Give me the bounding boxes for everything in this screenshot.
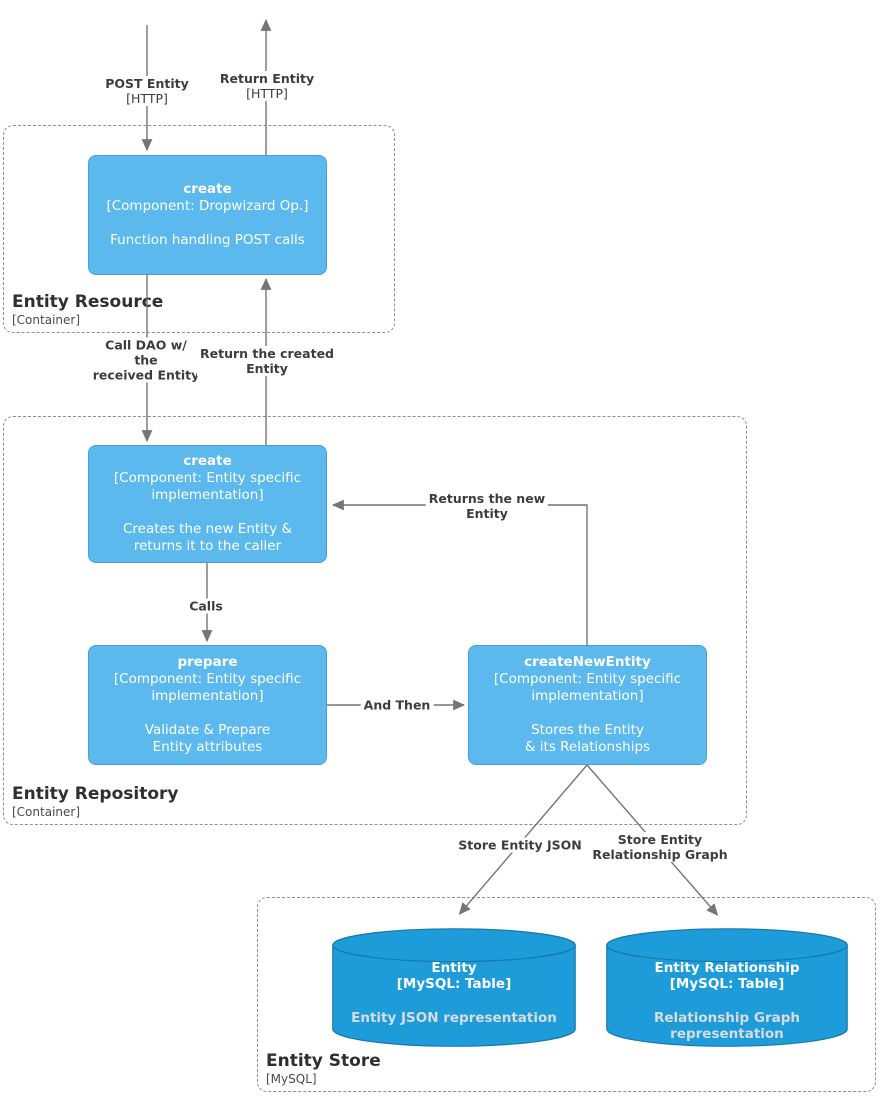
component-title: createNewEntity — [524, 654, 651, 670]
edge-label-call-dao: Call DAO w/ the received Entity — [89, 337, 203, 383]
database-description: Relationship Graph representation — [653, 1010, 800, 1042]
component-description: Function handling POST calls — [110, 232, 305, 248]
database-entity-table: Entity [MySQL: Table] Entity JSON repres… — [332, 928, 576, 1047]
container-entity-store: Entity Store [MySQL] — [257, 897, 876, 1092]
cylinder-icon — [606, 928, 848, 1047]
component-prepare: prepare [Component: Entity specific impl… — [88, 645, 327, 765]
database-text: Entity [MySQL: Table] Entity JSON repres… — [332, 928, 576, 1047]
component-title: create — [183, 181, 232, 197]
container-label: Entity Store [MySQL] — [266, 1051, 381, 1087]
cylinder-icon — [332, 928, 576, 1047]
component-meta: [Component: Entity specific implementati… — [493, 671, 682, 704]
component-title: prepare — [177, 654, 238, 670]
component-description: Creates the new Entity & returns it to t… — [122, 521, 293, 554]
container-entity-repository: Entity Repository [Container] — [3, 416, 747, 825]
container-label: Entity Repository [Container] — [12, 784, 179, 820]
edge-label-and-then: And Then — [360, 697, 434, 713]
container-title: Entity Repository — [12, 784, 179, 804]
edge-label-return-created: Return the created Entity — [197, 346, 337, 376]
container-subtitle: [MySQL] — [266, 1072, 317, 1086]
database-entity-relationship-table: Entity Relationship [MySQL: Table] Relat… — [606, 928, 848, 1047]
component-title: create — [183, 453, 232, 469]
component-create-resource: create [Component: Dropwizard Op.] Funct… — [88, 155, 327, 275]
edge-label-calls: Calls — [186, 598, 226, 614]
component-create-repository: create [Component: Entity specific imple… — [88, 445, 327, 563]
container-title: Entity Resource — [12, 292, 164, 312]
component-meta: [Component: Entity specific implementati… — [113, 671, 302, 704]
edge-label-store-graph: Store Entity Relationship Graph — [589, 832, 731, 862]
edge-label-returns-new: Returns the new Entity — [425, 491, 549, 521]
database-title: Entity — [431, 960, 477, 976]
edge-label-post-entity: POST Entity [HTTP] — [102, 76, 192, 106]
container-subtitle: [Container] — [12, 313, 81, 327]
component-meta: [Component: Dropwizard Op.] — [106, 198, 309, 214]
component-description: Stores the Entity & its Relationships — [524, 722, 651, 755]
database-text: Entity Relationship [MySQL: Table] Relat… — [606, 928, 848, 1047]
edge-label-store-json: Store Entity JSON — [455, 837, 585, 853]
database-description: Entity JSON representation — [351, 1010, 557, 1026]
container-subtitle: [Container] — [12, 805, 81, 819]
edge-label-return-entity: Return Entity [HTTP] — [216, 71, 318, 101]
component-meta: [Component: Entity specific implementati… — [113, 470, 302, 503]
database-meta: [MySQL: Table] — [396, 976, 512, 992]
component-create-new-entity: createNewEntity [Component: Entity speci… — [468, 645, 707, 765]
container-label: Entity Resource [Container] — [12, 292, 164, 328]
container-entity-resource: Entity Resource [Container] — [3, 125, 395, 333]
container-title: Entity Store — [266, 1051, 381, 1071]
component-description: Validate & Prepare Entity attributes — [144, 722, 271, 755]
database-meta: [MySQL: Table] — [669, 976, 785, 992]
database-title: Entity Relationship — [654, 960, 800, 976]
